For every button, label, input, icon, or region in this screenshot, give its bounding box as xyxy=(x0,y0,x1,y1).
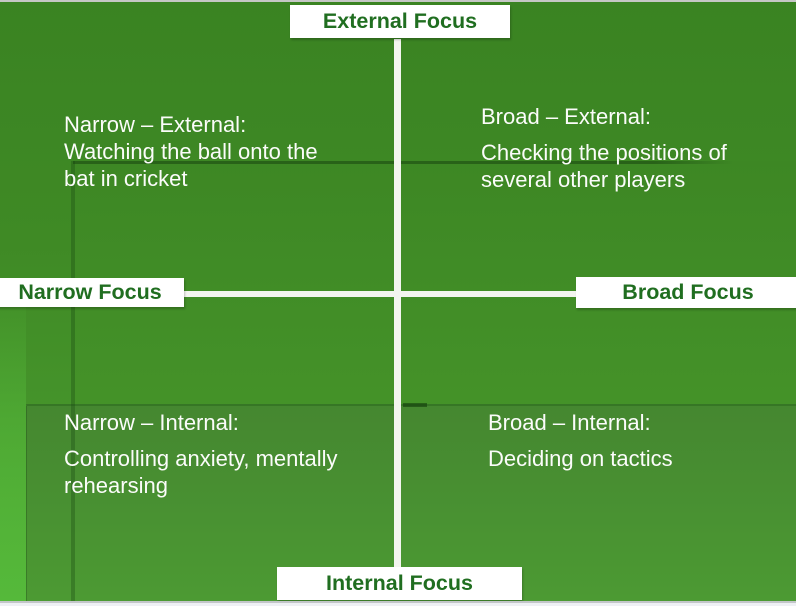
quadrant-broad-external-body: Checking the positions of several other … xyxy=(481,140,727,192)
quadrant-narrow-internal-title: Narrow – Internal: xyxy=(64,410,239,435)
axis-label-broad-focus: Broad Focus xyxy=(576,277,796,308)
background-edge-vertical xyxy=(71,161,75,601)
axis-vertical-line xyxy=(394,39,401,567)
axis-horizontal-line xyxy=(178,291,578,297)
quadrant-narrow-external-body: Watching the ball onto the bat in cricke… xyxy=(64,139,318,191)
axis-label-narrow-focus: Narrow Focus xyxy=(0,278,184,307)
axis-label-external-focus: External Focus xyxy=(290,5,510,38)
quadrant-narrow-external-title: Narrow – External: xyxy=(64,112,247,137)
quadrant-narrow-internal-body: Controlling anxiety, mentally rehearsing xyxy=(64,446,338,498)
axis-label-broad-focus-text: Broad Focus xyxy=(622,280,754,304)
quadrant-broad-external-title: Broad – External: xyxy=(481,104,651,129)
axis-label-internal-focus: Internal Focus xyxy=(277,567,522,600)
quadrant-narrow-external: Narrow – External: Watching the ball ont… xyxy=(64,111,344,192)
quadrant-broad-external: Broad – External: Checking the positions… xyxy=(481,103,741,193)
axis-label-internal-focus-text: Internal Focus xyxy=(326,571,473,595)
axis-label-narrow-focus-text: Narrow Focus xyxy=(18,280,162,304)
quadrant-broad-internal-body: Deciding on tactics xyxy=(488,446,673,471)
background-dash xyxy=(403,403,427,407)
background-edge-horizontal xyxy=(73,161,733,164)
background-bright-strip xyxy=(0,280,26,601)
axis-label-external-focus-text: External Focus xyxy=(322,9,478,33)
quadrant-narrow-internal: Narrow – Internal: Controlling anxiety, … xyxy=(64,409,354,499)
slide-top-edge xyxy=(0,0,796,2)
quadrant-broad-internal-title: Broad – Internal: xyxy=(488,410,651,435)
quadrant-broad-internal: Broad – Internal: Deciding on tactics xyxy=(488,409,768,472)
slide-bottom-edge xyxy=(0,601,796,606)
